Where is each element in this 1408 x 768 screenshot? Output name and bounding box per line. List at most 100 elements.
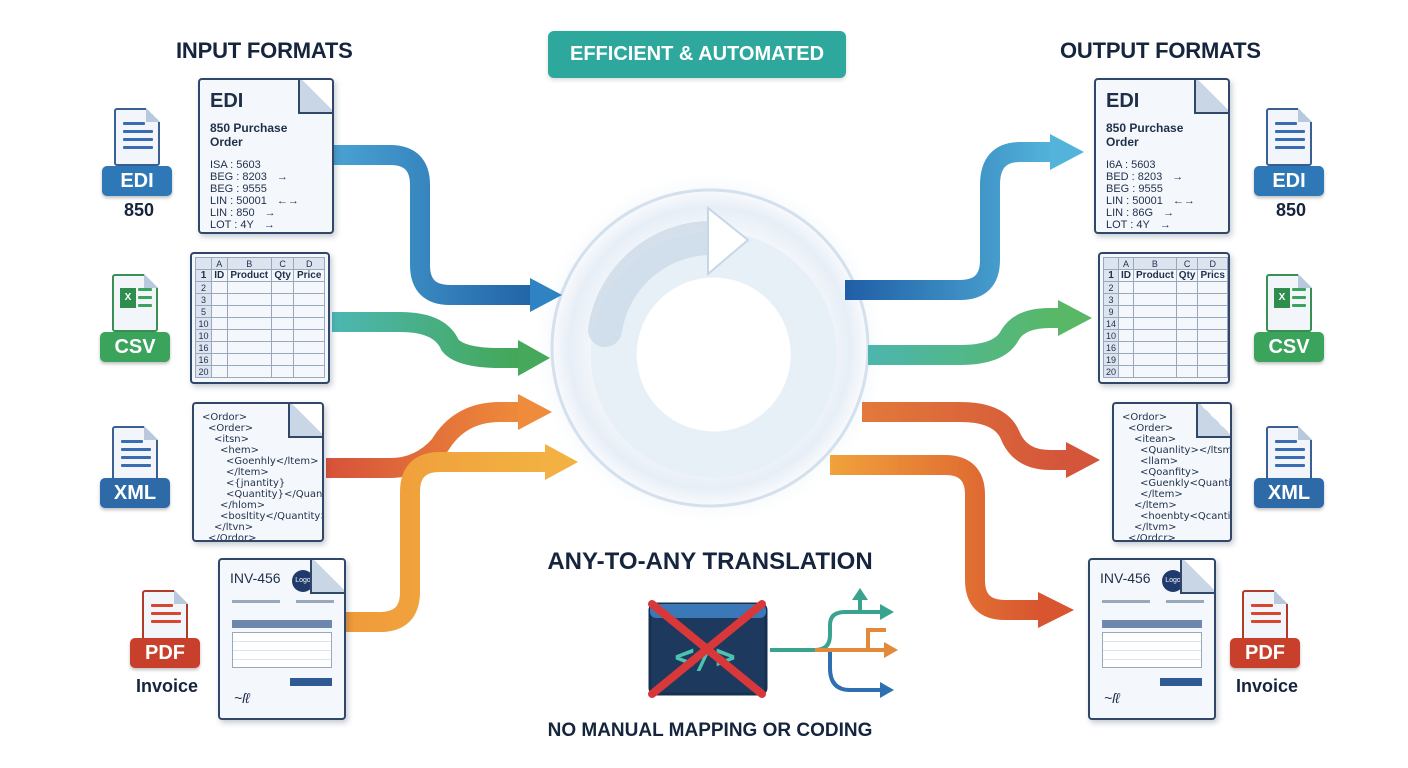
arrow-xml-out <box>862 402 1068 470</box>
empty-cell <box>1175 365 1199 378</box>
header-cell: Prics <box>1197 269 1228 282</box>
pdf-badge: PDF <box>1230 638 1300 668</box>
edi-segment-text: BEG : 3002 <box>1106 231 1163 232</box>
row-number: 2 <box>1102 281 1120 294</box>
empty-cell <box>1118 353 1135 366</box>
xml-line: <Ordor> <box>202 412 248 423</box>
invoice-text-line <box>232 600 280 603</box>
column-header: D <box>293 257 325 270</box>
output-pdf-invoice-document: INV-456 Logo ~ſℓ <box>1088 558 1216 720</box>
column-header: C <box>1175 257 1199 270</box>
xml-badge: XML <box>100 478 170 508</box>
edi-segment-text: LIN : 50001 <box>210 195 267 207</box>
row-number: 16 <box>195 353 212 366</box>
empty-cell <box>1118 365 1135 378</box>
row-number: 5 <box>195 305 212 318</box>
empty-cell <box>1197 353 1228 366</box>
output-pdf-format-icon: PDF Invoice <box>1230 590 1304 702</box>
empty-cell <box>1133 317 1177 330</box>
empty-cell <box>1175 305 1199 318</box>
empty-cell <box>211 353 228 366</box>
invoice-text-line <box>1102 600 1150 603</box>
edi-segment-line: LIN : 50001←→ <box>1106 195 1218 207</box>
input-xml-document: <Ordor><Order><itsn><hem><Goenhly</ltem>… <box>192 402 324 542</box>
row-number: 1 <box>195 269 212 282</box>
row-number: 14 <box>1102 317 1120 330</box>
xml-line: </ltvn> <box>214 522 254 533</box>
input-csv-format-icon: X CSV <box>100 274 174 364</box>
mapping-arrow-icon: → <box>276 171 288 183</box>
row-number: 10 <box>195 317 212 330</box>
empty-cell <box>226 365 272 378</box>
branching-arrows-icon <box>770 588 898 698</box>
empty-cell <box>293 365 325 378</box>
xml-file-icon <box>1266 426 1312 484</box>
column-header: C <box>270 257 295 270</box>
cycle-arrow-head <box>707 205 750 277</box>
csv-file-icon: X <box>112 274 158 332</box>
empty-cell <box>1197 293 1228 306</box>
edi-segment-line: BEG : 8203→ <box>210 171 322 183</box>
empty-cell <box>270 365 295 378</box>
row-number: 1 <box>1102 269 1120 282</box>
edi-segment-text: LIN : 50001 <box>1106 195 1163 207</box>
input-pdf-format-icon: PDF Invoice <box>130 590 204 702</box>
column-header: A <box>211 257 228 270</box>
edi-segment-line: LOT : 4Y→ <box>210 219 322 231</box>
empty-cell <box>1197 329 1228 342</box>
row-number: 10 <box>195 329 212 342</box>
edi-segment-line: LIN : 850→ <box>210 207 322 219</box>
table-row: 20 <box>195 365 325 378</box>
empty-cell <box>226 317 272 330</box>
invoice-table-rows <box>1102 632 1202 668</box>
row-number: 20 <box>1102 365 1120 378</box>
table-row: 2 <box>1102 281 1228 294</box>
mapping-arrow-icon: → <box>1172 171 1184 183</box>
table-row: 16 <box>1102 341 1228 354</box>
empty-cell <box>211 329 228 342</box>
edi-badge: EDI <box>1254 166 1324 196</box>
xml-line-list: <Ordor><Order><itean><Quanlity></ltsm><l… <box>1122 412 1230 540</box>
invoice-table-header <box>232 620 332 628</box>
empty-cell <box>270 353 295 366</box>
empty-cell <box>226 353 272 366</box>
empty-cell <box>270 341 295 354</box>
table-row: 16 <box>195 353 325 366</box>
row-number: 16 <box>195 341 212 354</box>
edi-segment-line: LIN : 50001←→ <box>210 195 322 207</box>
arrow-csv-out <box>868 308 1060 365</box>
output-edi-format-icon: EDI 850 <box>1254 108 1328 220</box>
arrow-edi-in-head <box>530 278 562 312</box>
table-row: 2 <box>195 281 325 294</box>
edi-caption: 850 <box>1275 200 1307 220</box>
arrow-xml-in <box>326 402 520 478</box>
xml-line: <Goenhly</ltem> <box>226 456 319 467</box>
edi-segment-line: I6A : 5603 <box>1106 159 1218 171</box>
invoice-logo: Logo <box>292 570 314 592</box>
xml-line: <hem> <box>220 445 259 456</box>
empty-cell <box>226 281 272 294</box>
output-xml-format-icon: XML <box>1254 426 1328 516</box>
invoice-text-line <box>296 600 334 603</box>
empty-cell <box>211 293 228 306</box>
arrow-csv-in-head <box>518 340 550 376</box>
empty-cell <box>293 281 325 294</box>
empty-cell <box>1133 365 1177 378</box>
input-formats-heading: INPUT FORMATS <box>176 38 353 63</box>
invoice-number: INV-456 <box>1100 570 1151 586</box>
empty-cell <box>226 293 272 306</box>
input-edi-format-icon: EDI 850 <box>102 108 176 220</box>
invoice-table-rows <box>232 632 332 668</box>
arrow-pdf-in-head <box>545 444 578 480</box>
edi-segment-line: BED : 8203→ <box>1106 171 1218 183</box>
header-cell: Price <box>293 269 325 282</box>
xml-line: <{jnantity} <box>226 478 286 489</box>
pdf-caption: Invoice <box>135 676 199 696</box>
table-row: 3 <box>1102 293 1228 306</box>
